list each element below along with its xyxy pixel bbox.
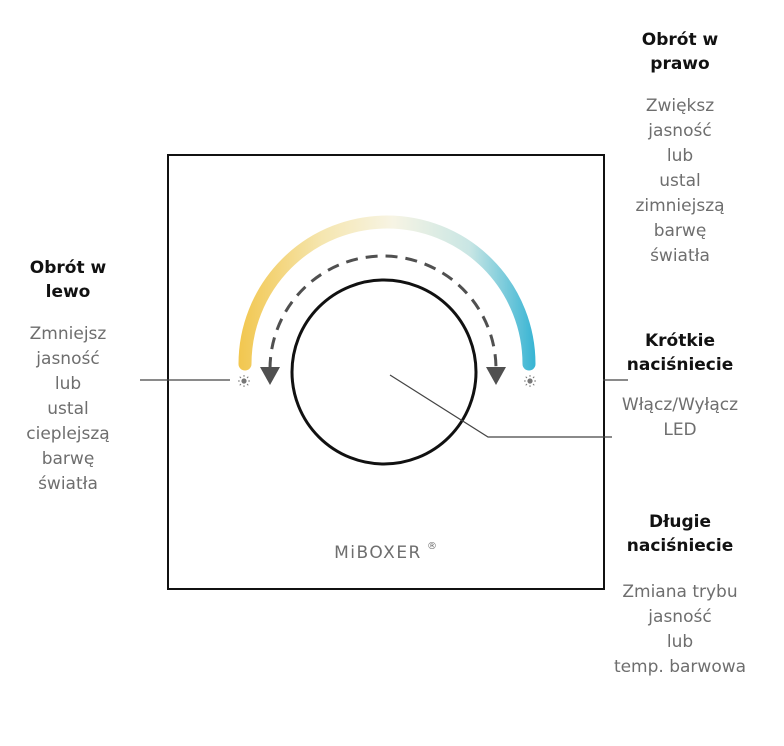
rotary-knob[interactable]: [290, 278, 478, 466]
color-temperature-arc: [238, 215, 536, 371]
registered-mark: ®: [427, 541, 437, 552]
long-press-title: Długie naciśniecie: [626, 512, 734, 556]
rotate-left-title: Obrót w lewo: [29, 258, 107, 302]
rotate-left-label: Obrót w lewo Zmniejsz jasność lub ustal …: [0, 256, 136, 497]
long-press-desc: Zmiana trybu jasność lub temp. barwowa: [613, 582, 747, 677]
rotation-dashed-path: [268, 254, 498, 370]
sun-icon: [238, 375, 250, 387]
rotate-right-label: Obrót w prawo Zwiększ jasność lub ustal …: [610, 28, 750, 269]
brand-logo: MiBOXER: [334, 543, 422, 563]
rotate-right-title: Obrót w prawo: [641, 30, 719, 74]
short-press-desc: Włącz/Wyłącz LED: [621, 395, 739, 440]
rotate-right-desc: Zwiększ jasność lub ustal zimniejszą bar…: [635, 96, 725, 266]
leader-line-press: [389, 374, 612, 438]
sun-icon: [524, 375, 536, 387]
long-press-label: Długie naciśniecie Zmiana trybu jasność …: [592, 510, 768, 680]
arrow-right-icon: [486, 367, 506, 385]
arrow-left-icon: [260, 367, 280, 385]
rotate-left-desc: Zmniejsz jasność lub ustal cieplejszą ba…: [26, 324, 110, 494]
short-press-title: Krótkie naciśniecie: [626, 331, 734, 375]
short-press-label: Krótkie naciśniecie Włącz/Wyłącz LED: [598, 329, 762, 443]
